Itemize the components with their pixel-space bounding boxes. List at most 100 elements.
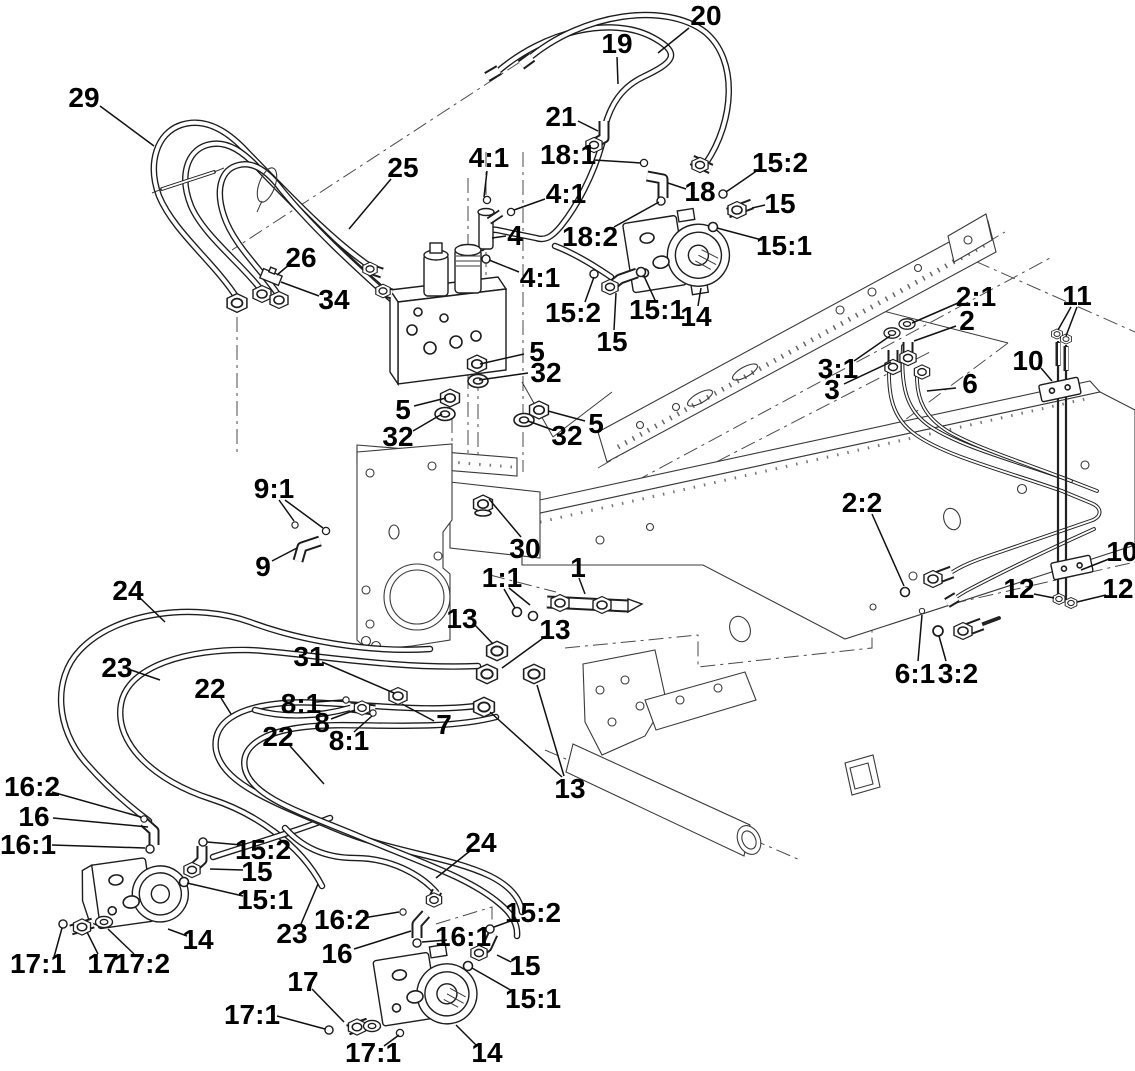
callout-label-22: 22 (262, 721, 293, 752)
leader-line (643, 275, 656, 301)
callout-label-2-1: 2:1 (956, 281, 996, 312)
leader-line (86, 931, 99, 955)
callout-label-5: 5 (395, 394, 411, 425)
callout-label-14: 14 (471, 1037, 503, 1068)
callout-label-15: 15 (596, 326, 627, 357)
leader-line (167, 928, 188, 937)
elbow-15-left-pump (183, 846, 208, 879)
callout-label-13: 13 (539, 614, 570, 645)
leader-line (206, 841, 243, 846)
callout-label-14: 14 (182, 924, 214, 955)
solenoid-valve (423, 242, 449, 297)
leader-line (289, 745, 325, 785)
callout-label-15: 15 (241, 856, 272, 887)
callout-label-3-2: 3:2 (938, 658, 978, 689)
leader-line (1057, 306, 1072, 331)
callout-label-23: 23 (276, 918, 307, 949)
leader-line (139, 597, 166, 623)
hose-23 (116, 646, 482, 890)
leader-line (53, 927, 63, 958)
hose-24 (57, 608, 434, 825)
leader-line (503, 588, 516, 609)
steel-tube-lines (887, 344, 1102, 626)
small-hardware (58, 158, 944, 1038)
callout-label-15: 15 (509, 950, 540, 981)
callout-label-2: 2 (959, 305, 975, 336)
hose-22-pair (212, 699, 526, 940)
leader-line (613, 201, 660, 228)
callout-label-11: 11 (1062, 280, 1092, 311)
callout-label-12: 12 (1102, 573, 1133, 604)
coupler-1 (546, 593, 644, 615)
callout-label-1: 1 (570, 552, 586, 583)
leader-line (501, 635, 547, 669)
callout-label-22: 22 (194, 673, 225, 704)
leader-line (508, 587, 531, 606)
leader-line (917, 614, 923, 662)
fitting-lower-right-b (953, 617, 985, 641)
callout-label-16: 16 (321, 938, 352, 969)
leader-line (300, 883, 319, 925)
fitting-4 (477, 207, 504, 250)
callout-label-13: 13 (446, 603, 477, 634)
fitting-lower-right-a (923, 565, 955, 589)
callout-label-15-2: 15:2 (545, 297, 601, 328)
leader-line (421, 939, 448, 943)
hose-24-lower (281, 824, 440, 896)
leader-line (186, 882, 244, 897)
callout-label-12: 12 (1003, 573, 1034, 604)
callout-label-16-2: 16:2 (4, 771, 60, 802)
callout-label-26: 26 (285, 242, 316, 273)
callout-label-32: 32 (530, 357, 561, 388)
leader-line (926, 387, 957, 392)
callout-label-24: 24 (112, 575, 144, 606)
callout-label-16: 16 (18, 801, 49, 832)
hose-7 (251, 704, 354, 719)
leader-line (435, 850, 471, 879)
callout-label-4-1: 4:1 (520, 262, 560, 293)
leader-line (413, 397, 447, 407)
fitting-17-left (69, 917, 95, 936)
callout-label-25: 25 (387, 152, 418, 183)
callout-label-3: 3 (824, 374, 840, 405)
leader-line (362, 911, 400, 919)
hose-clamp-26-34 (258, 266, 284, 287)
leader-line (577, 120, 599, 132)
leader-line (911, 302, 959, 324)
leader-line (496, 954, 512, 963)
callout-label-15-2: 15:2 (752, 147, 808, 178)
fitting-2 (899, 342, 917, 367)
leader-line (276, 263, 291, 276)
leader-line (315, 699, 344, 703)
leader-line (1040, 367, 1053, 382)
callout-label-5: 5 (529, 336, 545, 367)
leader-line (383, 1034, 400, 1047)
leader-line (51, 791, 142, 818)
hose-19 (492, 24, 675, 130)
leader-line (1076, 594, 1107, 603)
leader-line (1033, 593, 1055, 599)
callout-label-32: 32 (551, 420, 582, 451)
leader-line (657, 27, 690, 54)
callout-label-16-1: 16:1 (435, 921, 491, 952)
leader-line (209, 868, 244, 871)
fitting-8 (349, 700, 376, 716)
callout-label-16-1: 16:1 (0, 829, 56, 860)
leader-line (547, 410, 586, 422)
pump-bottom-14 (372, 943, 478, 1027)
callout-label-15-1: 15:1 (505, 983, 561, 1014)
callout-label-18-1: 18:1 (540, 139, 596, 170)
callout-label-6: 6 (962, 368, 978, 399)
callout-label-13: 13 (554, 773, 585, 804)
leader-line (311, 988, 345, 1023)
callout-label-8-1: 8:1 (281, 688, 321, 719)
leader-line (483, 170, 488, 198)
elbow-16-bottom (411, 910, 431, 938)
leader-line (99, 105, 155, 147)
leader-line (697, 287, 702, 307)
tie-rod-assembly (1038, 328, 1094, 610)
leader-line (616, 56, 619, 85)
leader-line (1080, 558, 1110, 571)
